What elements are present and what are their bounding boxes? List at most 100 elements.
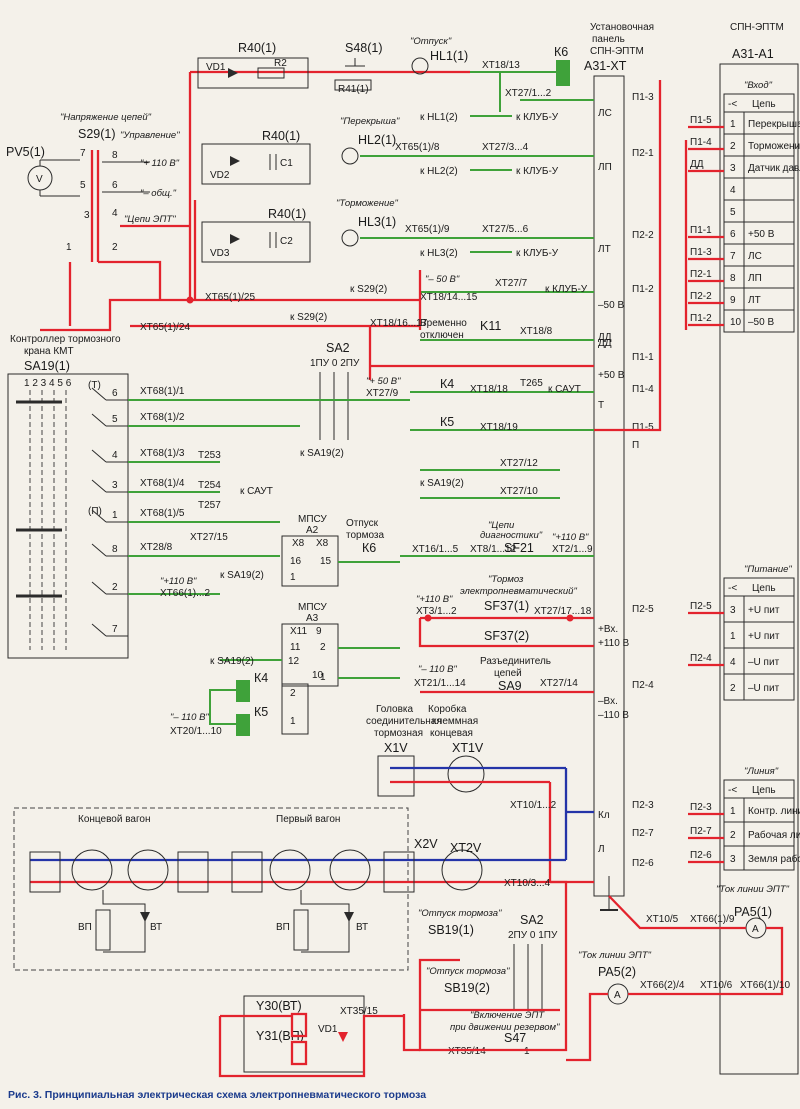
sa9-label: SA9: [498, 679, 522, 693]
sf21-hint-1: "Цепи: [488, 520, 515, 531]
sa19-contact: [91, 449, 107, 463]
control-bus-section: ХТ65(1)/25 "– 50 В" к S29(2) ХТ18/14...1…: [10, 270, 594, 459]
xt2v-label: XT2V: [450, 841, 482, 855]
sf37-2-label: SF37(2): [484, 629, 529, 643]
a1-row-name: Контр. линия: [748, 806, 800, 817]
t253-label: Т253: [198, 450, 221, 461]
y31-coil-icon: [290, 1040, 308, 1066]
a1-row-number: 10: [730, 317, 742, 328]
xt-terminal-label: П2-1: [632, 148, 654, 159]
xt-terminal-label: ЛС: [598, 108, 612, 119]
k6-label: К6: [554, 45, 568, 59]
a1-row-number: 6: [730, 229, 736, 240]
wire-k-sa19-2c: к SA19(2): [420, 478, 464, 489]
sb19-2-label: SB19(2): [444, 981, 490, 995]
hl2-lamp-icon: [341, 147, 359, 165]
k5-label: К5: [440, 415, 454, 429]
wire-xt8-1-12: ХТ8/1...12: [470, 544, 517, 555]
k11-hint-1: Временно: [420, 318, 467, 329]
wire-klub-4: к КЛУБ-У: [545, 284, 588, 295]
a1-group-header: "Питание": [744, 564, 792, 575]
y30-coil-icon: [290, 1012, 308, 1038]
wire-xt27-12: ХТ27/12: [500, 458, 538, 469]
a1-row-number: 3: [730, 605, 736, 616]
k4b-label: К4: [254, 671, 268, 685]
label-plus-50v: "+ 50 В": [366, 376, 401, 387]
pa5-1-hint: "Ток линии ЭПТ": [716, 884, 790, 895]
wire-xt18-13: ХТ18/13: [482, 60, 520, 71]
wire-xt68-2: ХТ68(1)/2: [140, 412, 185, 423]
wire-k-s29-2b: к S29(2): [290, 312, 327, 323]
a1-row-name: ЛС: [748, 251, 762, 262]
voltmeter-symbol: V: [36, 174, 43, 185]
k11-hint-2: отключен: [420, 330, 464, 341]
wire-xt10-3-4: ХТ10/3...4: [504, 878, 551, 889]
a2-x6-right: Х8: [316, 538, 329, 549]
xt-terminal-label: +110 В: [598, 638, 630, 649]
sa19-pin-label: 6: [112, 388, 118, 399]
a1-row-number: 9: [730, 295, 736, 306]
label-minus-110v-a: "– 110 В": [170, 712, 209, 723]
a1-panel-title: СПН-ЭПТМ: [730, 22, 784, 33]
r40-block-2: [201, 143, 311, 185]
figure-caption: Рис. 3. Принципиальная электрическая схе…: [8, 1089, 426, 1101]
a1-row-number: 2: [730, 683, 736, 694]
s29-hint: "Напряжение цепей": [60, 112, 152, 123]
vd1-diode-icon: [228, 68, 238, 78]
mpsu-a3-label: МПСУ: [298, 602, 327, 613]
sa2b-label: SA2: [520, 913, 544, 927]
s29-pin-7: 7: [80, 148, 86, 159]
vd1-label: VD1: [206, 62, 226, 73]
r41-label: R41(1): [338, 84, 369, 95]
xt-terminal-label: –50 В: [598, 300, 624, 311]
wire-xt66-2-4: ХТ66(2)/4: [640, 980, 685, 991]
a1-row-wire: П2-3: [690, 802, 712, 813]
wire-xt27-9: ХТ27/9: [366, 388, 399, 399]
x11-pin-1: 2: [290, 688, 296, 699]
label-plus-110v: "+ 110 В": [140, 158, 180, 169]
s29-pin-8: 8: [112, 150, 118, 161]
xt-panel-title-1: Установочная: [590, 22, 654, 33]
label-minus-50v: "– 50 В": [425, 274, 460, 285]
a1-col-header: Цепь: [752, 99, 776, 110]
xt-terminal-label: П1-5: [632, 422, 654, 433]
hl1-lamp-icon: [411, 57, 429, 75]
k6-relay-coil-icon: [556, 60, 570, 86]
vd3-diode-icon: [230, 234, 240, 244]
xt-panel-title-3: СПН-ЭПТМ: [590, 46, 644, 57]
a1-row-number: 1: [730, 806, 736, 817]
vd2-label: VD2: [210, 170, 230, 181]
a1-row-wire: П2-1: [690, 269, 712, 280]
wire-klub-1: к КЛУБ-У: [516, 112, 559, 123]
x11-block: [281, 683, 309, 735]
sa19-pos-t: (Т): [88, 380, 101, 391]
vd2-diode-icon: [230, 156, 240, 166]
x11-pin-2: 1: [290, 716, 296, 727]
xt-panel-title-2: панель: [592, 34, 625, 45]
a1-row-number: 7: [730, 251, 736, 262]
wire-xt16-1-5: ХТ16/1...5: [412, 544, 459, 555]
wire-k-saut-2: к САУТ: [240, 486, 273, 497]
r41-resistor-icon: [334, 79, 372, 91]
sa19-label: SA19(1): [24, 359, 70, 373]
vd1b-label: VD1: [318, 1024, 338, 1035]
xt-terminal-label: П2-3: [632, 800, 654, 811]
wire-xt65-9: ХТ65(1)/9: [405, 224, 450, 235]
wire-xt27-7: ХТ27/7: [495, 278, 528, 289]
wagon-end-label: Концевой вагон: [78, 814, 151, 825]
a1-row-name: –U пит: [748, 683, 780, 694]
a1-row-name: Торможение: [748, 141, 800, 152]
voltmeter-switch-section: "Напряжение цепей" S29(1) "Управление" P…: [6, 112, 190, 326]
s29-pin-6: 6: [112, 180, 118, 191]
sa19-contact: [91, 581, 107, 595]
xt1v-hint-3: концевая: [430, 728, 473, 739]
k4-label: К4: [440, 377, 454, 391]
wire-xt66-1-10: ХТ66(1)/10: [740, 980, 790, 991]
xt-terminal-label: П1-2: [632, 284, 654, 295]
a1-row-name: ЛП: [748, 273, 762, 284]
a1-row-number: 5: [730, 207, 736, 218]
controller-label-1: Контроллер тормозного: [10, 334, 121, 345]
